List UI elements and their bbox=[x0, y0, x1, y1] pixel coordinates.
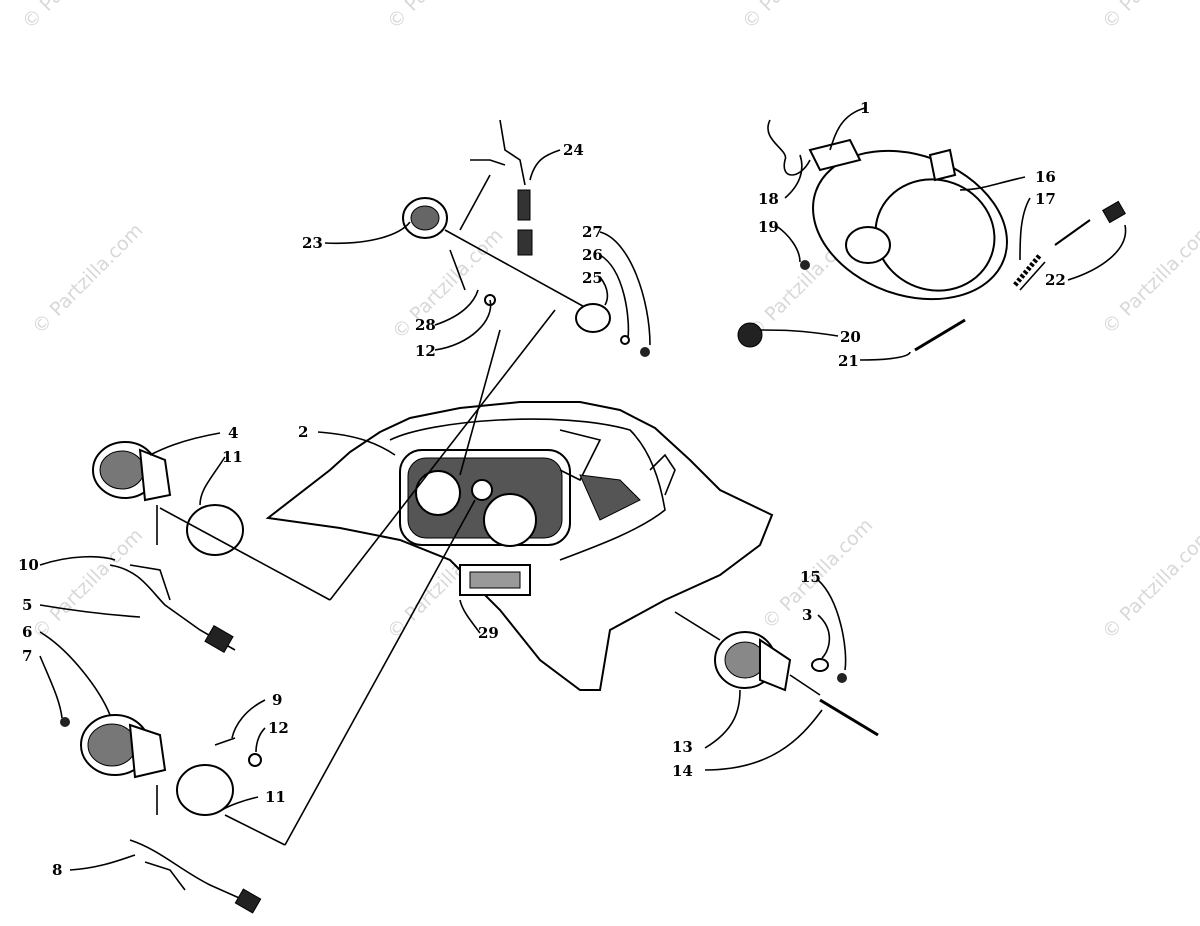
callout-3: 3 bbox=[802, 606, 812, 624]
callout-19: 19 bbox=[758, 218, 779, 236]
callout-13: 13 bbox=[672, 738, 693, 756]
callout-9: 9 bbox=[272, 691, 282, 709]
callout-1: 1 bbox=[860, 99, 870, 117]
callout-11b: 11 bbox=[265, 788, 286, 806]
wiring-harness-8 bbox=[129, 839, 262, 914]
callout-10: 10 bbox=[18, 556, 39, 574]
callout-29: 29 bbox=[478, 624, 499, 642]
callout-2: 2 bbox=[298, 423, 308, 441]
callout-27: 27 bbox=[582, 223, 603, 241]
leader-lines bbox=[39, 107, 1127, 871]
callout-17: 17 bbox=[1035, 190, 1056, 208]
tachometer-23 bbox=[402, 119, 650, 357]
watermark: © Partzilla.com bbox=[1098, 0, 1200, 34]
gauge-13 bbox=[714, 631, 879, 737]
hood-dash-panel bbox=[265, 401, 774, 691]
callout-5: 5 bbox=[22, 596, 32, 614]
callout-21: 21 bbox=[838, 352, 859, 370]
callout-8: 8 bbox=[52, 861, 62, 879]
callout-25: 25 bbox=[582, 269, 603, 287]
callout-24: 24 bbox=[563, 141, 584, 159]
speedometer-4 bbox=[92, 441, 244, 556]
callout-4: 4 bbox=[228, 424, 238, 442]
callout-16: 16 bbox=[1035, 168, 1056, 186]
watermark: © Partzilla.com bbox=[1098, 524, 1200, 643]
watermark: © Partzilla.com bbox=[383, 0, 502, 34]
watermark: © Partzilla.com bbox=[738, 0, 857, 34]
callout-15: 15 bbox=[800, 568, 821, 586]
gauge-6 bbox=[60, 714, 262, 816]
callout-labels: 1 2 3 4 5 6 7 8 9 10 11 11 12 12 13 14 1… bbox=[18, 99, 1066, 879]
callout-12b: 12 bbox=[268, 719, 289, 737]
callout-6: 6 bbox=[22, 623, 32, 641]
callout-18: 18 bbox=[758, 190, 779, 208]
watermark: © Partzilla.com bbox=[28, 524, 147, 643]
watermark: © Partzilla.com bbox=[18, 0, 137, 34]
headlight-assembly bbox=[737, 119, 1126, 352]
callout-20: 20 bbox=[840, 328, 861, 346]
callout-12a: 12 bbox=[415, 342, 436, 360]
callout-14: 14 bbox=[672, 762, 693, 780]
watermark: © Partzilla.com bbox=[388, 224, 507, 343]
callout-7: 7 bbox=[22, 647, 32, 665]
callout-11a: 11 bbox=[222, 448, 243, 466]
callout-26: 26 bbox=[582, 246, 603, 264]
wiring-harness-5 bbox=[109, 564, 236, 653]
callout-22: 22 bbox=[1045, 271, 1066, 289]
callout-23: 23 bbox=[302, 234, 323, 252]
watermark: © Partzilla.com bbox=[1098, 219, 1200, 338]
watermark: © Partzilla.com bbox=[28, 219, 147, 338]
callout-28: 28 bbox=[415, 316, 436, 334]
